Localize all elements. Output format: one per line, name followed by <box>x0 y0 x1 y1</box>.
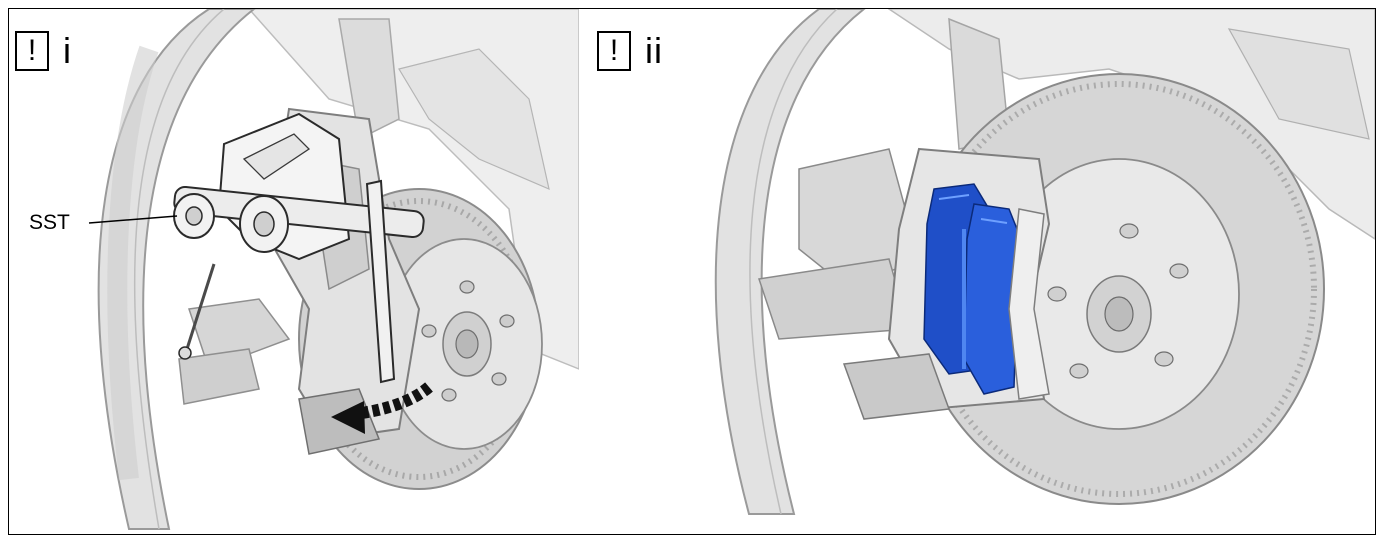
step-number: ii <box>645 33 663 69</box>
sst-label: SST <box>29 211 70 235</box>
illustration-caliper-sst <box>9 9 579 534</box>
panel-step-ii: ! ii <box>589 9 1375 534</box>
step-number: i <box>63 33 72 69</box>
procedure-figure: ! i SST <box>8 8 1376 535</box>
warning-icon: ! <box>597 31 631 71</box>
step-badge-ii: ! ii <box>593 29 671 75</box>
step-badge-i: ! i <box>11 29 80 75</box>
panel-step-i: ! i SST <box>9 9 579 534</box>
illustration-brake-pads <box>589 9 1375 534</box>
warning-icon: ! <box>15 31 49 71</box>
